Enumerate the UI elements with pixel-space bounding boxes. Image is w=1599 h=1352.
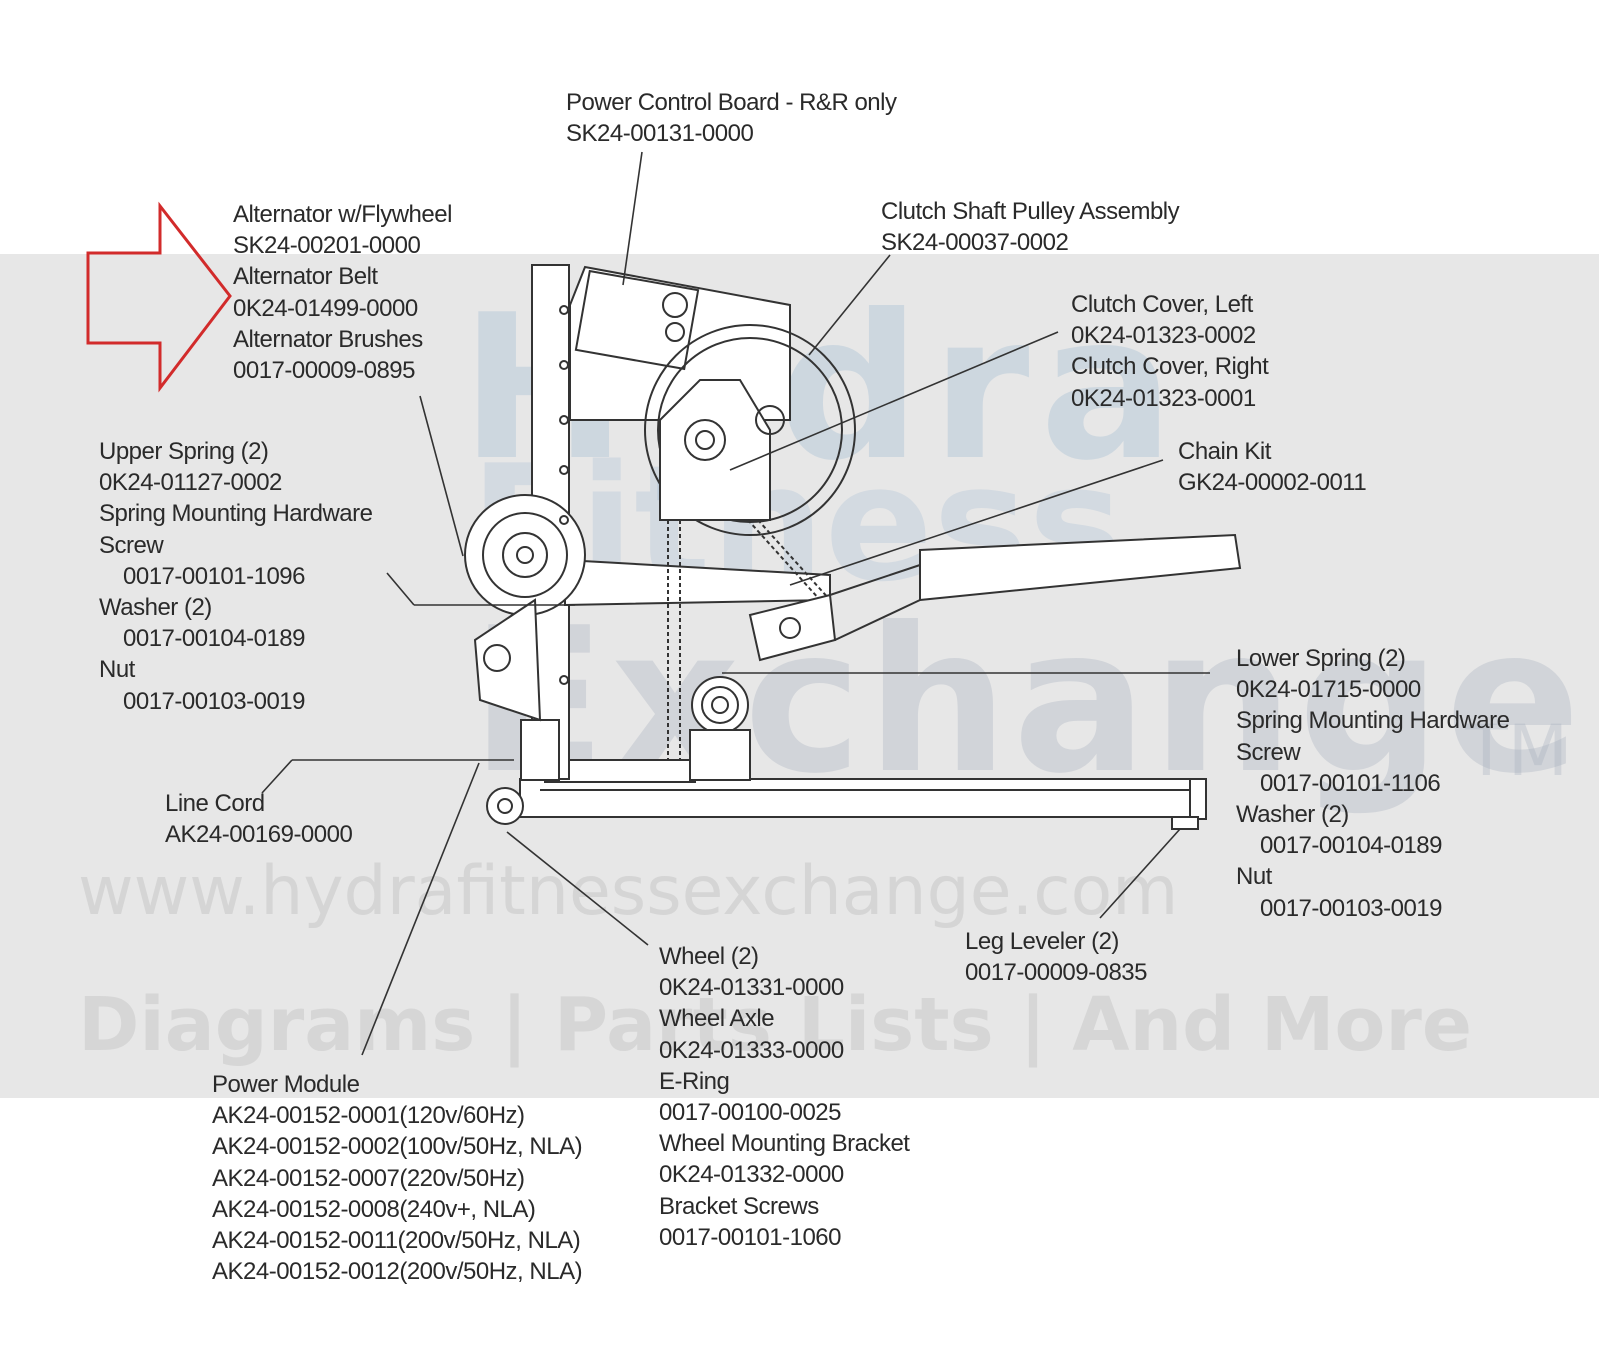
callout-name: Alternator Belt	[233, 263, 378, 291]
callout-part-number: 0K24-01323-0002	[1071, 322, 1256, 350]
watermark-tagline: Diagrams | Parts Lists | And More	[78, 982, 1473, 1068]
callout-clutch-cover: Clutch Cover, Left 0K24-01323-0002 Clutc…	[1071, 289, 1269, 414]
leader-wheel	[506, 831, 649, 946]
callout-name: Lower Spring (2)	[1236, 645, 1406, 672]
callout-part-number: GK24-00002-0011	[1178, 469, 1367, 497]
callout-part-number: AK24-00152-0001(120v/60Hz)	[212, 1102, 525, 1130]
callout-name: Clutch Cover, Right	[1071, 353, 1269, 381]
callout-part-number: 0K24-01715-0000	[1236, 676, 1421, 704]
leader-chain-kit	[789, 459, 1164, 586]
callout-name: Alternator w/Flywheel	[233, 201, 452, 228]
callout-part-number: 0017-00009-0895	[233, 357, 416, 385]
callout-part-number: 0K24-01331-0000	[659, 974, 844, 1002]
callout-power-module: Power Module AK24-00152-0001(120v/60Hz) …	[212, 1069, 583, 1287]
callout-name: Wheel Axle	[659, 1005, 775, 1033]
callout-part-number: 0017-00100-0025	[659, 1099, 842, 1127]
leader-upper-spring-1	[386, 572, 415, 606]
callout-name: Washer (2)	[1236, 801, 1349, 829]
callout-name: Nut	[99, 656, 135, 684]
callout-part-number: 0017-00104-0189	[123, 625, 306, 653]
callout-part-number: 0K24-01333-0000	[659, 1036, 844, 1064]
watermark-trademark: TM	[1465, 710, 1569, 792]
callout-upper-spring: Upper Spring (2) 0K24-01127-0002 Spring …	[99, 436, 373, 717]
callout-part-number: 0017-00103-0019	[123, 687, 306, 715]
callout-part-number: AK24-00169-0000	[165, 821, 353, 849]
callout-name: Clutch Cover, Left	[1071, 291, 1253, 318]
leader-alternator	[419, 395, 464, 557]
callout-name: Chain Kit	[1178, 438, 1271, 465]
highlight-arrow-icon	[86, 201, 232, 393]
callout-part-number: 0K24-01499-0000	[233, 294, 418, 322]
leader-power-control-board	[622, 151, 643, 286]
callout-leg-leveler: Leg Leveler (2) 0017-00009-0835	[965, 926, 1148, 988]
callout-name: Leg Leveler (2)	[965, 928, 1119, 955]
callout-name: Spring Mounting Hardware	[99, 500, 373, 528]
callout-part-number: AK24-00152-0008(240v+, NLA)	[212, 1195, 536, 1223]
callout-part-number: SK24-00201-0000	[233, 232, 421, 260]
callout-name: Upper Spring (2)	[99, 438, 269, 465]
callout-name: Wheel Mounting Bracket	[659, 1130, 910, 1158]
leader-power-module	[361, 762, 480, 1056]
callout-part-number: AK24-00152-0002(100v/50Hz, NLA)	[212, 1133, 583, 1161]
callout-alternator: Alternator w/Flywheel SK24-00201-0000 Al…	[233, 199, 452, 386]
callout-part-number: AK24-00152-0012(200v/50Hz, NLA)	[212, 1258, 583, 1286]
callout-part-number: 0017-00103-0019	[1260, 894, 1443, 922]
callout-name: Screw	[1236, 738, 1301, 766]
callout-part-number: SK24-00131-0000	[566, 120, 754, 148]
callout-name: Washer (2)	[99, 594, 212, 622]
leader-lines	[261, 151, 1210, 1056]
leader-leg-leveler	[1099, 828, 1181, 919]
callout-wheel: Wheel (2) 0K24-01331-0000 Wheel Axle 0K2…	[659, 941, 910, 1253]
callout-part-number: AK24-00152-0011(200v/50Hz, NLA)	[212, 1227, 581, 1255]
callout-part-number: 0017-00101-1096	[123, 562, 306, 590]
callout-line-cord: Line Cord AK24-00169-0000	[165, 788, 353, 850]
callout-name: Line Cord	[165, 790, 265, 817]
callout-name: Bracket Screws	[659, 1192, 819, 1220]
machine-frame	[464, 264, 1242, 830]
callout-name: Power Control Board - R&R only	[566, 89, 897, 116]
watermark-band	[0, 254, 1599, 1098]
callout-name: Wheel (2)	[659, 943, 759, 970]
callout-name: E-Ring	[659, 1067, 730, 1095]
callout-part-number: 0K24-01323-0001	[1071, 384, 1256, 412]
callout-name: Nut	[1236, 863, 1272, 891]
callout-name: Clutch Shaft Pulley Assembly	[881, 198, 1180, 225]
watermark-url: www.hydrafitnessexchange.com	[78, 852, 1179, 931]
callout-name: Spring Mounting Hardware	[1236, 707, 1510, 735]
callout-name: Power Module	[212, 1071, 360, 1098]
callout-power-control-board: Power Control Board - R&R only SK24-0013…	[566, 87, 897, 149]
callout-part-number: 0K24-01332-0000	[659, 1161, 844, 1189]
callout-part-number: 0017-00101-1060	[659, 1223, 842, 1251]
callout-lower-spring: Lower Spring (2) 0K24-01715-0000 Spring …	[1236, 643, 1510, 924]
callout-part-number: 0017-00101-1106	[1260, 769, 1441, 797]
leader-clutch-shaft	[808, 254, 891, 356]
callout-part-number: 0017-00104-0189	[1260, 832, 1443, 860]
callout-part-number: SK24-00037-0002	[881, 229, 1069, 257]
callout-part-number: 0K24-01127-0002	[99, 469, 282, 497]
callout-name: Alternator Brushes	[233, 325, 423, 353]
callout-clutch-shaft: Clutch Shaft Pulley Assembly SK24-00037-…	[881, 196, 1180, 258]
callout-part-number: AK24-00152-0007(220v/50Hz)	[212, 1164, 525, 1192]
callout-part-number: 0017-00009-0835	[965, 959, 1148, 987]
callout-chain-kit: Chain Kit GK24-00002-0011	[1178, 436, 1367, 498]
leader-clutch-cover	[729, 331, 1059, 471]
callout-name: Screw	[99, 531, 164, 559]
leader-line-cord-1	[261, 759, 293, 794]
